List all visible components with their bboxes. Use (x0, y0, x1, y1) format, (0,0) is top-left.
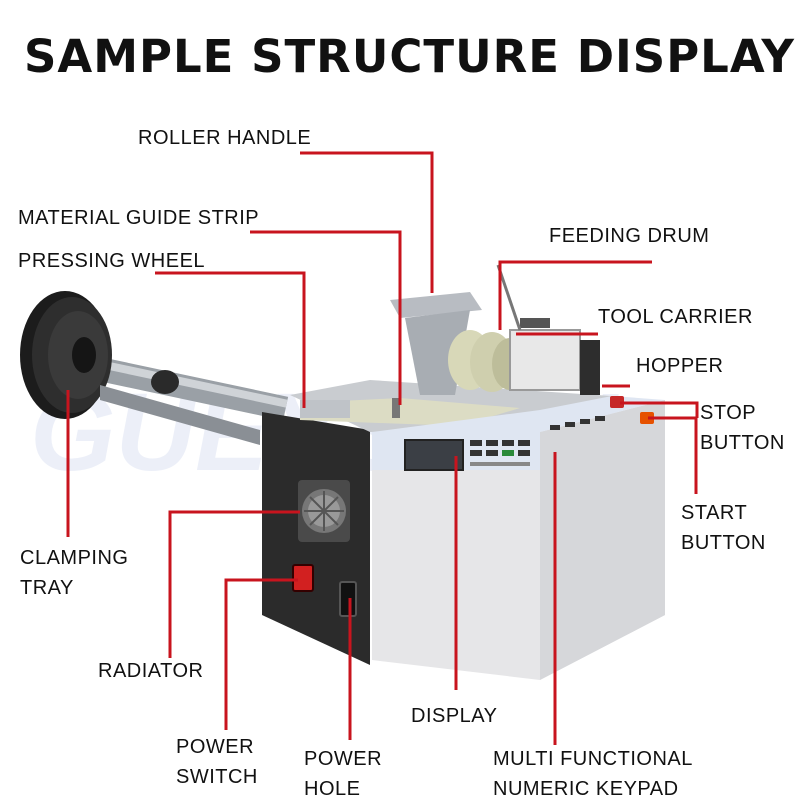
control-panel-shape (372, 396, 665, 432)
label-material-guide-strip: MATERIAL GUIDE STRIP (18, 207, 260, 229)
label-start-button-line2: BUTTON (681, 532, 766, 554)
label-stop-button-line2: BUTTON (700, 432, 785, 454)
leader-power-switch (224, 578, 298, 730)
label-radiator: RADIATOR (98, 660, 204, 682)
leader-radiator (168, 510, 300, 658)
label-start-button: START BUTTON (681, 498, 766, 558)
label-keypad-line1: MULTI FUNCTIONAL (493, 748, 693, 770)
label-display: DISPLAY (411, 705, 498, 727)
label-power-switch-line1: POWER (176, 736, 255, 758)
tool-carrier-shape (509, 329, 581, 391)
leader-stop-button (620, 401, 699, 418)
clamping-tray-shape (100, 385, 260, 445)
label-pressing-wheel: PRESSING WHEEL (18, 250, 206, 272)
label-power-switch: POWER SWITCH (176, 732, 258, 792)
label-keypad-line2: NUMERIC KEYPAD (493, 778, 679, 800)
label-tool-carrier: TOOL CARRIER (598, 306, 753, 328)
label-start-button-line1: START (681, 502, 748, 524)
leader-lines (66, 151, 699, 745)
power-hole-shape (339, 581, 357, 617)
keypad-shape (470, 416, 605, 456)
start-button-shape (640, 412, 654, 424)
leader-roller-handle (300, 151, 434, 293)
label-hopper: HOPPER (636, 355, 724, 377)
label-stop-button: STOP BUTTON (700, 398, 785, 458)
leader-pressing-wheel (155, 271, 306, 408)
leader-material-guide-strip (250, 230, 402, 405)
label-power-hole-line2: HOLE (304, 778, 361, 800)
stop-button-shape (610, 396, 624, 408)
leader-feeding-drum (498, 260, 652, 330)
label-clamping-tray-line2: TRAY (20, 577, 74, 599)
label-clamping-tray-line1: CLAMPING (20, 547, 129, 569)
label-stop-button-line1: STOP (700, 402, 757, 424)
leader-start-button (648, 416, 698, 494)
power-switch-shape (292, 564, 314, 592)
page-title: SAMPLE STRUCTURE DISPLAY (24, 30, 795, 83)
label-roller-handle: ROLLER HANDLE (138, 127, 312, 149)
label-power-hole-line1: POWER (304, 748, 383, 770)
display-screen-shape (404, 439, 464, 471)
label-feeding-drum: FEEDING DRUM (549, 225, 710, 247)
label-power-hole: POWER HOLE (304, 744, 382, 804)
radiator-fan-shape (298, 480, 350, 542)
label-keypad: MULTI FUNCTIONAL NUMERIC KEYPAD (493, 744, 693, 804)
roller-reel (20, 291, 289, 421)
label-clamping-tray: CLAMPING TRAY (20, 543, 128, 603)
label-power-switch-line2: SWITCH (176, 766, 258, 788)
